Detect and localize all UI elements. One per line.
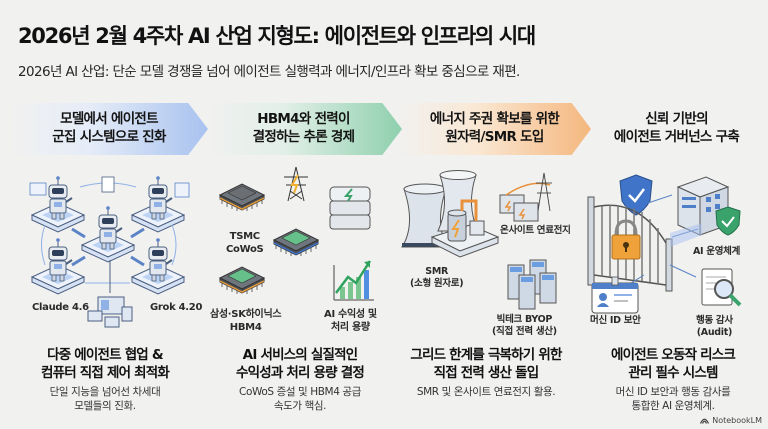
computer-icon — [87, 260, 133, 328]
magnifier-icon — [701, 268, 742, 307]
chevron-text: 에너지 주권 확보를 위한 원자력/SMR 도입 — [429, 111, 560, 145]
robot-icon — [31, 237, 85, 295]
gate-icon — [587, 196, 673, 292]
chip-icon — [273, 228, 319, 257]
stage-chevron-1: 모델에서 에이전트 군집 시스템으로 진화 — [10, 103, 208, 155]
shield-check-icon — [715, 206, 741, 236]
energy-illustration: 온사이트 연료전지 SMR(소형 원자로) 빅테크 BYOP(직접 전력 생산) — [390, 165, 580, 337]
power-tower-icon — [284, 166, 308, 202]
fuel-cell-icon — [499, 172, 552, 222]
brand-label: NotebookLM — [712, 416, 762, 425]
server-icon — [329, 186, 371, 230]
caption-1: 다중 에이전트 협업 &컴퓨터 직접 제어 최적화 단일 지능을 넘어선 차세대… — [10, 347, 200, 413]
smr-reactor-icon — [430, 199, 500, 258]
padlock-icon — [611, 219, 641, 260]
chip-icon — [219, 183, 265, 212]
agent-swarm-illustration: Claude 4.6 Grok 4.20 — [10, 165, 203, 335]
governance-illustration: AI 운영체계 머신 ID 보안 행동 감사(Audit) — [578, 165, 768, 338]
fuel-cell-label: 온사이트 연료전지 — [500, 225, 571, 236]
stage-chevron-3: 에너지 주권 확보를 위한 원자력/SMR 도입 — [398, 103, 591, 155]
byop-label: 빅테크 BYOP(직접 전력 생산) — [492, 314, 557, 337]
audit-label: 행동 감사(Audit) — [696, 315, 733, 338]
chevron-text: 모델에서 에이전트 군집 시스템으로 진화 — [52, 111, 166, 145]
robot-icon — [81, 205, 135, 263]
page-subtitle: 2026년 AI 산업: 단순 모델 경쟁을 넘어 에이전트 실행력과 에너지/… — [18, 64, 520, 80]
stage-chevron-4: 신뢰 기반의 에이전트 거버넌스 구축 — [585, 103, 768, 155]
model-label-grok: Grok 4.20 — [150, 302, 203, 313]
notebooklm-logo-icon — [700, 418, 710, 424]
notebooklm-watermark: NotebookLM — [700, 416, 762, 425]
stage-chevron-2: HBM4와 전력이 결정하는 추론 경제 — [205, 103, 402, 155]
smr-label: SMR(소형 원자로) — [410, 266, 464, 289]
ai-os-label: AI 운영체계 — [693, 246, 741, 257]
page-title: 2026년 2월 4주차 AI 산업 지형도: 에이전트와 인프라의 시대 — [18, 24, 536, 48]
model-label-claude: Claude 4.6 — [32, 302, 89, 313]
chevron-text: HBM4와 전력이 결정하는 추론 경제 — [252, 111, 355, 145]
data-center-icon — [507, 259, 557, 310]
caption-desc: SMR 및 온사이트 연료전지 활용. — [416, 386, 556, 399]
chip-icon — [219, 266, 265, 295]
machine-id-label: 머신 ID 보안 — [590, 315, 641, 326]
shield-check-icon — [619, 174, 653, 216]
document-icon — [101, 176, 115, 193]
growth-chart-icon — [333, 260, 374, 301]
chevron-text: 신뢰 기반의 에이전트 거버넌스 구축 — [613, 111, 740, 145]
id-badge-icon — [591, 276, 639, 314]
caption-heading: 다중 에이전트 협업 &컴퓨터 직접 제어 최적화 — [41, 347, 170, 381]
